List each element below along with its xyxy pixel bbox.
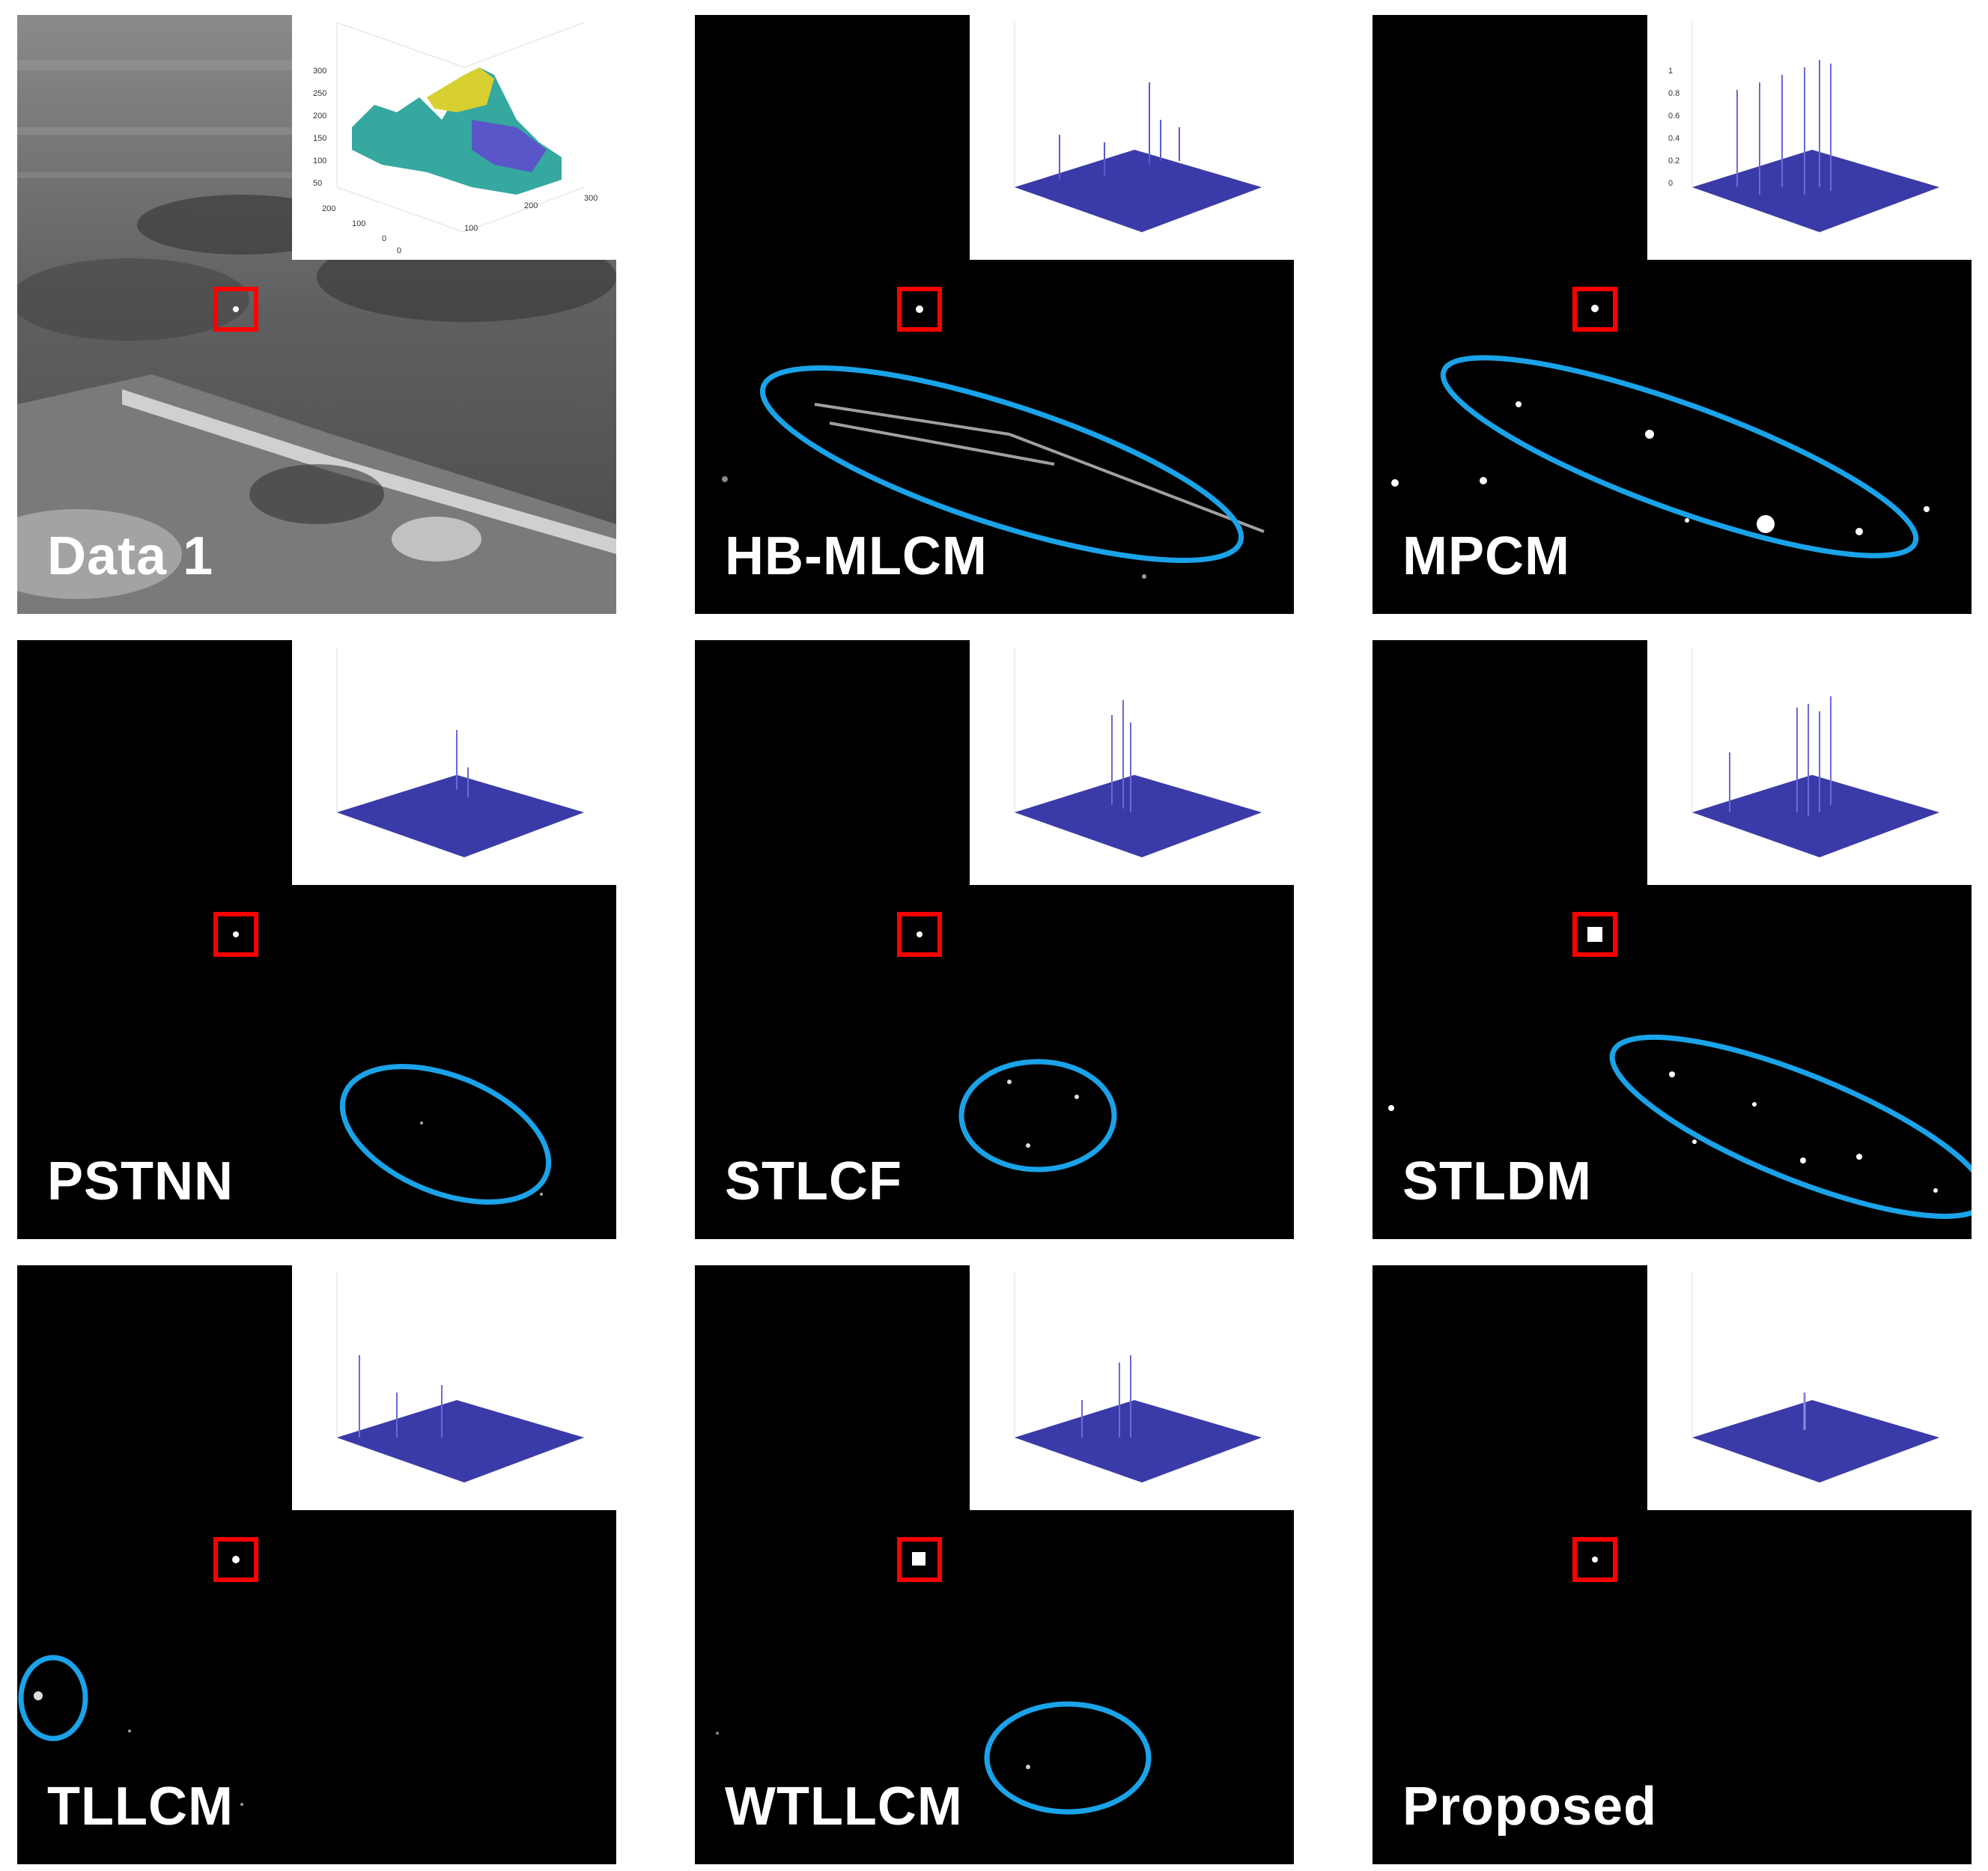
panel-hb-mlcm: HB-MLCM: [695, 15, 1294, 614]
panel-label: TLLCM: [47, 1777, 234, 1837]
panel-wtllcm: WTLLCM: [695, 1265, 1294, 1864]
z-tick: 300: [313, 67, 326, 76]
panel-label: Proposed: [1402, 1777, 1658, 1837]
detection-map: [1391, 305, 1930, 559]
detection-map: [722, 305, 1265, 579]
x-tick: 300: [584, 194, 598, 203]
panel-label: Data 1: [47, 526, 214, 586]
detection-map: [18, 1556, 243, 1806]
panel-stldm: STLDM: [1373, 640, 1972, 1239]
z-tick: 1: [1668, 67, 1673, 76]
target-box: [213, 287, 258, 332]
detection-map: [1592, 1557, 1598, 1563]
target-box: [213, 1537, 258, 1582]
panel-label: WTLLCM: [725, 1777, 963, 1837]
detection-map: [716, 1552, 1152, 1815]
inset-3d-surface: 1 0.8 0.6 0.4 0.2 0: [1647, 15, 1972, 260]
z-tick: 50: [313, 179, 322, 188]
inset-3d-surface: [970, 640, 1294, 885]
target-box: [897, 287, 942, 332]
x-tick: 100: [464, 224, 478, 233]
panel-label: STLDM: [1402, 1151, 1592, 1211]
z-tick: 0.8: [1668, 89, 1680, 98]
panel-label: MPCM: [1402, 526, 1570, 586]
target-box: [897, 912, 942, 957]
z-tick: 200: [313, 112, 326, 121]
z-tick: 0.2: [1668, 156, 1680, 165]
target-box: [1572, 1537, 1617, 1582]
z-tick: 0.6: [1668, 112, 1680, 121]
inset-3d-surface: [970, 15, 1294, 260]
panel-label: HB-MLCM: [725, 526, 988, 586]
panel-label: STLCF: [725, 1151, 902, 1211]
detection-map: [917, 931, 1117, 1172]
panel-data1: 300 250 200 150 100 50 200 100 0 0 100 2…: [17, 15, 616, 614]
target-box: [1572, 912, 1617, 957]
detection-map: [233, 931, 552, 1205]
z-tick: 250: [313, 89, 326, 98]
panel-tllcm: TLLCM: [17, 1265, 616, 1864]
z-tick: 100: [313, 156, 326, 165]
panel-pstnn: PSTNN: [17, 640, 616, 1239]
panel-label: PSTNN: [47, 1151, 234, 1211]
inset-3d-surface: [292, 640, 616, 885]
inset-3d-surface: [970, 1265, 1294, 1510]
y-tick: 200: [322, 204, 335, 213]
inset-3d-surface: [1647, 640, 1972, 885]
x-tick: 200: [524, 201, 538, 210]
x-tick: 0: [397, 246, 401, 255]
target-box: [213, 912, 258, 957]
inset-3d-surface: 300 250 200 150 100 50 200 100 0 0 100 2…: [292, 15, 616, 260]
z-tick: 0.4: [1668, 134, 1680, 143]
inset-3d-surface: [1647, 1265, 1972, 1510]
z-tick: 0: [1668, 179, 1673, 188]
detection-map: [1388, 927, 1972, 1220]
inset-3d-surface: [292, 1265, 616, 1510]
target-box: [1572, 287, 1617, 332]
y-tick: 0: [382, 234, 386, 243]
panel-stlcf: STLCF: [695, 640, 1294, 1239]
target-box: [897, 1537, 942, 1582]
y-tick: 100: [352, 219, 365, 228]
z-tick: 150: [313, 134, 326, 143]
panel-proposed: Proposed: [1373, 1265, 1972, 1864]
panel-mpcm: 1 0.8 0.6 0.4 0.2 0 MPCM: [1373, 15, 1972, 614]
